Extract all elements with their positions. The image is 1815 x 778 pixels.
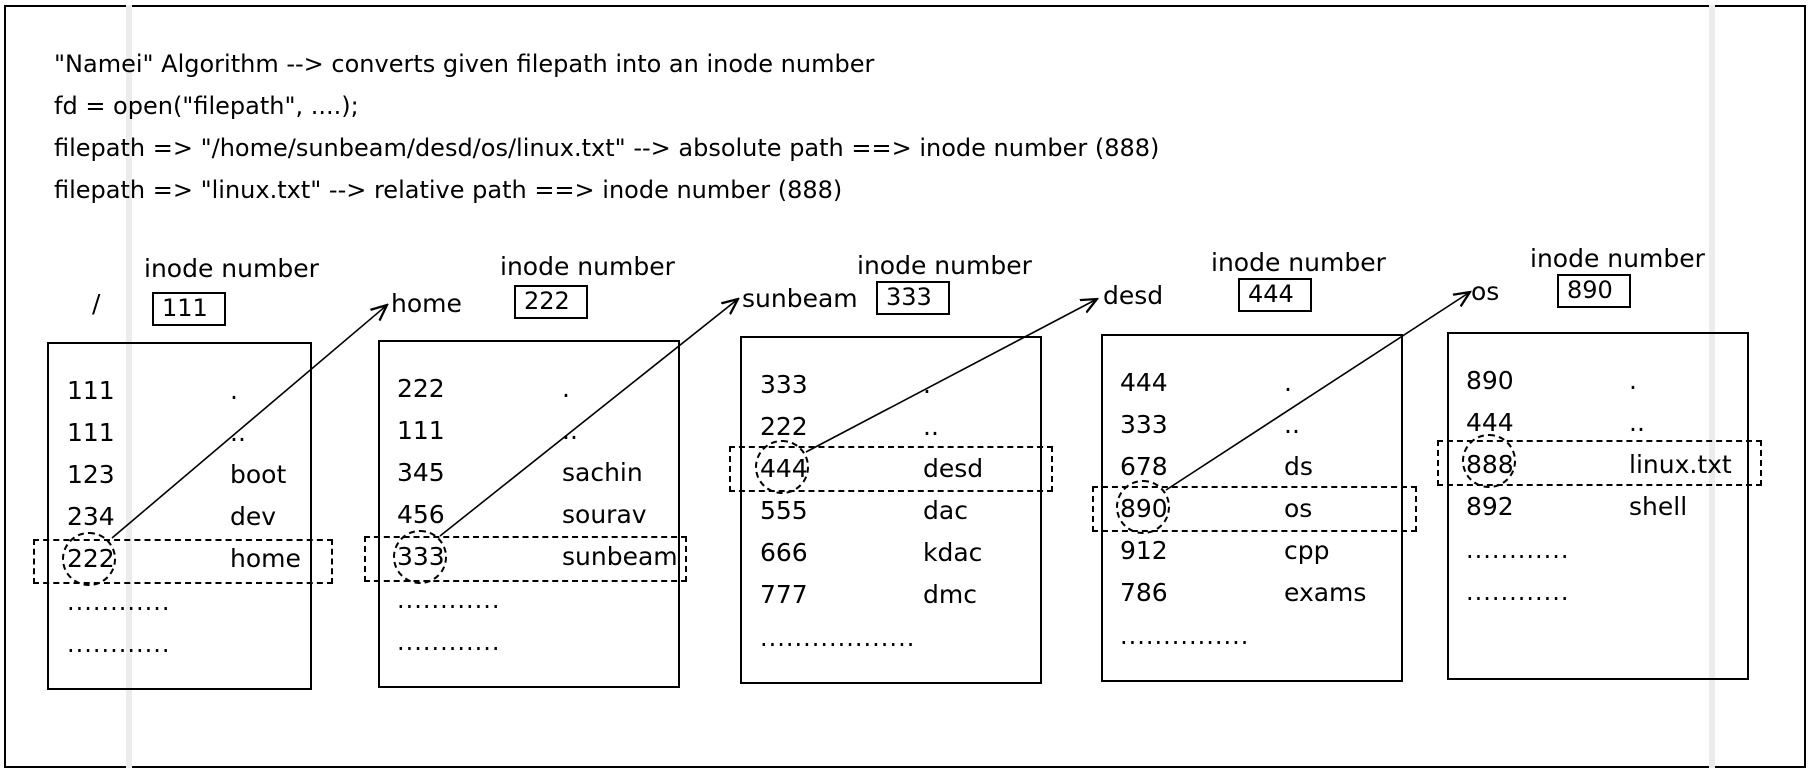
entry-inode: 555 — [760, 496, 808, 525]
inode-caption: inode number — [144, 254, 319, 283]
entry-inode: 222 — [760, 412, 808, 441]
inode-caption: inode number — [1530, 244, 1705, 273]
entry-name: . — [923, 370, 931, 399]
entry-inode: 123 — [67, 460, 115, 489]
intro-line-1: "Namei" Algorithm --> converts given fil… — [54, 50, 875, 78]
ellipsis-row: .................. — [760, 624, 916, 652]
entry-inode: 890 — [1466, 366, 1514, 395]
directory-table — [1101, 334, 1403, 682]
ellipsis-row: ............ — [1466, 536, 1570, 564]
entry-inode: 345 — [397, 458, 445, 487]
entry-name: dac — [923, 496, 968, 525]
inode-highlight-circle — [62, 532, 116, 586]
highlighted-entry — [33, 539, 333, 584]
entry-name: .. — [562, 416, 578, 445]
entry-inode: 444 — [1466, 408, 1514, 437]
entry-name: kdac — [923, 538, 983, 567]
entry-name: .. — [923, 412, 939, 441]
entry-inode: 333 — [760, 370, 808, 399]
entry-inode: 666 — [760, 538, 808, 567]
entry-inode: 777 — [760, 580, 808, 609]
ellipsis-row: ............ — [397, 586, 501, 614]
entry-name: dev — [230, 502, 277, 531]
ellipsis-row: ............... — [1120, 622, 1250, 650]
directory-table — [1447, 332, 1749, 680]
entry-name: cpp — [1284, 536, 1330, 565]
entry-name: shell — [1629, 492, 1688, 521]
ellipsis-row: ............ — [397, 628, 501, 656]
entry-name: . — [1629, 366, 1637, 395]
directory-table — [740, 336, 1042, 684]
directory-name: / — [92, 289, 101, 318]
entry-inode: 111 — [397, 416, 445, 445]
directory-name: os — [1471, 277, 1500, 306]
entry-name: sachin — [562, 458, 643, 487]
entry-name: . — [562, 374, 570, 403]
intro-line-3: filepath => "/home/sunbeam/desd/os/linux… — [54, 134, 1160, 162]
entry-name: linux.txt — [1629, 450, 1732, 479]
entry-name: home — [230, 544, 301, 573]
entry-inode: 456 — [397, 500, 445, 529]
ellipsis-row: ............ — [67, 588, 171, 616]
entry-name: desd — [923, 454, 984, 483]
ellipsis-row: ............ — [1466, 578, 1570, 606]
entry-name: .. — [1629, 408, 1645, 437]
entry-name: boot — [230, 460, 287, 489]
highlighted-entry — [1092, 486, 1417, 532]
directory-table — [47, 342, 312, 690]
entry-inode: 111 — [67, 418, 115, 447]
entry-name: exams — [1284, 578, 1367, 607]
entry-inode: 786 — [1120, 578, 1168, 607]
entry-name: . — [230, 376, 238, 405]
entry-inode: 444 — [1120, 368, 1168, 397]
entry-inode: 234 — [67, 502, 115, 531]
entry-name: .. — [230, 418, 246, 447]
directory-name: sunbeam — [742, 284, 858, 313]
entry-name: . — [1284, 368, 1292, 397]
diagram-frame — [4, 5, 1806, 768]
arrow-desd-to-os — [1165, 292, 1470, 491]
inode-highlight-circle — [1462, 434, 1516, 488]
entry-inode: 222 — [397, 374, 445, 403]
inode-number-box: 111 — [152, 292, 226, 326]
guide-stripe-left — [126, 5, 132, 768]
entry-name: sourav — [562, 500, 647, 529]
entry-inode: 678 — [1120, 452, 1168, 481]
inode-highlight-circle — [1116, 480, 1170, 534]
inode-number-box: 890 — [1557, 274, 1631, 308]
directory-name: desd — [1103, 281, 1164, 310]
intro-line-2: fd = open("filepath", ....); — [54, 92, 359, 120]
ellipsis-row: ............ — [67, 630, 171, 658]
entry-name: sunbeam — [562, 542, 678, 571]
directory-name: home — [391, 289, 462, 318]
inode-caption: inode number — [500, 252, 675, 281]
entry-name: ds — [1284, 452, 1313, 481]
inode-number-box: 222 — [514, 285, 588, 319]
entry-name: os — [1284, 494, 1313, 523]
inode-highlight-circle — [393, 530, 447, 584]
entry-name: dmc — [923, 580, 977, 609]
entry-inode: 333 — [1120, 410, 1168, 439]
directory-table — [378, 340, 680, 688]
entry-inode: 892 — [1466, 492, 1514, 521]
arrow-sunbeam-to-desd — [805, 299, 1097, 453]
arrow-home-to-sunbeam — [439, 299, 738, 537]
intro-line-4: filepath => "linux.txt" --> relative pat… — [54, 176, 843, 204]
inode-number-box: 444 — [1238, 278, 1312, 312]
highlighted-entry — [364, 536, 687, 582]
inode-caption: inode number — [1211, 248, 1386, 277]
inode-highlight-circle — [755, 440, 809, 494]
inode-caption: inode number — [857, 251, 1032, 280]
highlighted-entry — [729, 446, 1053, 492]
arrow-root-to-home — [111, 305, 387, 539]
entry-name: .. — [1284, 410, 1300, 439]
entry-inode: 912 — [1120, 536, 1168, 565]
entry-inode: 111 — [67, 376, 115, 405]
guide-stripe-right — [1709, 5, 1715, 768]
highlighted-entry — [1437, 440, 1762, 486]
inode-number-box: 333 — [876, 281, 950, 315]
